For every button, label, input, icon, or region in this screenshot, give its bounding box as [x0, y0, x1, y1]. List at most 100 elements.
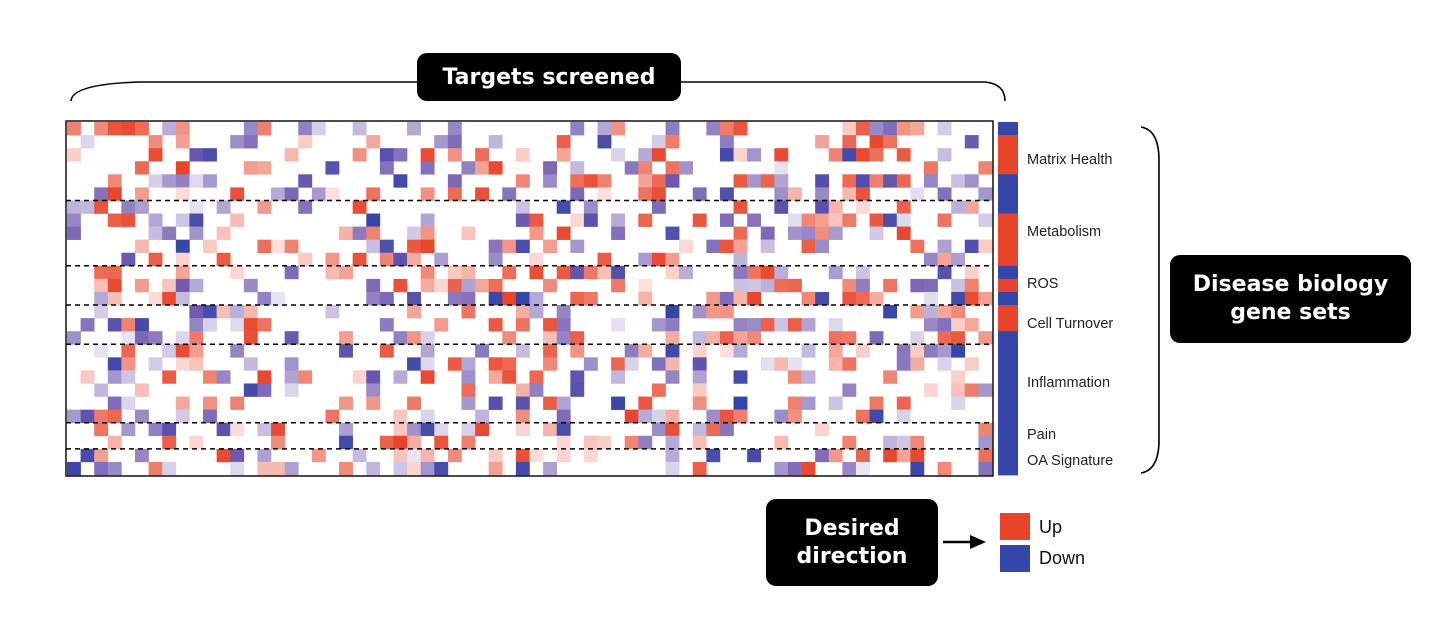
heatmap-cell [937, 213, 952, 227]
heatmap-cell [978, 331, 993, 345]
legend-arrow [943, 535, 986, 549]
heatmap-cell [828, 226, 843, 240]
heatmap-cell [733, 409, 748, 423]
heatmap-cell [461, 357, 476, 371]
heatmap-cell [951, 396, 966, 410]
heatmap-cell [488, 161, 503, 175]
heatmap-cell [719, 148, 734, 162]
heatmap-cell [515, 213, 530, 227]
heatmap-cell [135, 318, 149, 332]
heatmap-cell [964, 174, 979, 188]
heatmap-cell [502, 265, 517, 280]
heatmap-cell [787, 409, 802, 423]
heatmap-cell [488, 357, 503, 371]
heatmap-cell [719, 422, 734, 437]
heatmap-cell [842, 213, 857, 227]
heatmap-cell [175, 331, 190, 345]
heatmap-cell [583, 357, 598, 371]
heatmap-cell [461, 383, 476, 397]
heatmap-cell [855, 148, 870, 162]
heatmap-cell [883, 174, 898, 188]
heatmap-cell [733, 226, 748, 240]
heatmap-cell [692, 331, 707, 345]
heatmap-cell [978, 448, 993, 463]
heatmap-cell [611, 357, 626, 371]
heatmap-cell [148, 226, 163, 240]
heatmap-cell [203, 370, 217, 384]
heatmap-cell [665, 318, 680, 332]
heatmap-cell [869, 291, 884, 306]
heatmap-cell [842, 135, 857, 149]
direction-cell [998, 135, 1018, 149]
heatmap-cell [733, 318, 748, 332]
direction-cell [998, 174, 1018, 188]
heatmap-cell [148, 135, 163, 149]
heatmap-cell [978, 187, 993, 201]
heatmap-cell [733, 344, 748, 358]
heatmap-cell [801, 226, 816, 240]
heatmap-cell [869, 174, 884, 188]
heatmap-cell [257, 383, 272, 397]
heatmap-cell [828, 331, 843, 345]
heatmap-cell [67, 461, 81, 476]
heatmap-cell [488, 318, 503, 332]
heatmap-cell [121, 422, 136, 437]
heatmap-cell [203, 148, 217, 162]
direction-cell [998, 422, 1018, 437]
heatmap-cell [502, 187, 517, 201]
heatmap-cell [787, 396, 802, 410]
heatmap-cell [271, 187, 285, 201]
heatmap-cell [243, 305, 258, 319]
heatmap-cell [692, 435, 707, 450]
heatmap-cell [434, 435, 449, 450]
heatmap-cell [883, 213, 898, 227]
heatmap-cell [760, 265, 775, 280]
heatmap-cell [366, 370, 381, 384]
heatmap-cell [94, 461, 109, 476]
heatmap-cell [679, 239, 694, 254]
heatmap-cell [393, 370, 408, 384]
heatmap-cell [937, 239, 952, 254]
gene-sets-title: Disease biology gene sets [1170, 255, 1411, 343]
heatmap-cell [94, 265, 109, 280]
heatmap-cell [298, 370, 313, 384]
heatmap-cell [692, 383, 707, 397]
heatmap-cell [135, 383, 149, 397]
heatmap-cell [447, 174, 462, 188]
heatmap-cell [951, 383, 966, 397]
heatmap-cell [461, 435, 476, 450]
heatmap-cell [175, 174, 190, 188]
heatmap-cell [801, 239, 816, 254]
heatmap-cell [339, 265, 353, 280]
heatmap-cell [665, 226, 680, 240]
heatmap-cell [488, 252, 503, 267]
heatmap-cell [203, 318, 217, 332]
heatmap-cell [910, 187, 925, 201]
heatmap-cell [107, 174, 122, 188]
heatmap-cell [665, 370, 680, 384]
heatmap-cell [733, 265, 748, 280]
heatmap-cell [175, 252, 190, 267]
heatmap-cell [475, 409, 489, 423]
heatmap-cell [189, 435, 204, 450]
heatmap-cell [284, 461, 299, 476]
heatmap-cell [706, 422, 721, 437]
heatmap-cell [570, 161, 585, 175]
heatmap-cell [420, 148, 435, 162]
heatmap-cell [352, 448, 367, 463]
heatmap-cell [624, 161, 639, 175]
heatmap-cell [230, 422, 245, 437]
heatmap-cell [543, 331, 557, 345]
heatmap-cell [434, 252, 449, 267]
heatmap-cell [815, 226, 830, 240]
heatmap-cell [107, 435, 122, 450]
heatmap-cell [611, 122, 626, 136]
heatmap-cell [719, 135, 734, 149]
heatmap-cell [366, 396, 381, 410]
heatmap-cell [107, 187, 122, 201]
heatmap-cell [815, 291, 830, 306]
heatmap-cell [488, 448, 503, 463]
heatmap-cell [67, 226, 81, 240]
heatmap-cell [787, 461, 802, 476]
heatmap-cell [67, 148, 81, 162]
